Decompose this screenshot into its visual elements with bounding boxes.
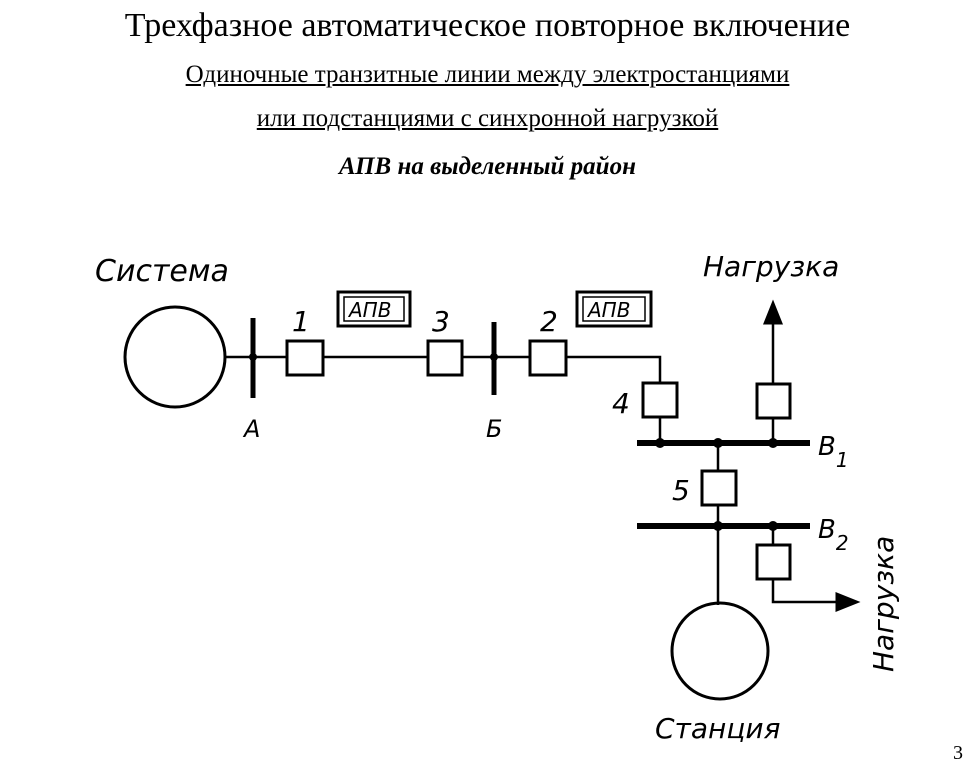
bus-v1-label: В1 bbox=[818, 432, 849, 472]
apv-box-2-inner bbox=[582, 296, 646, 322]
bus-v2-label-main: В bbox=[818, 515, 836, 545]
breaker-5 bbox=[700, 469, 738, 507]
load-top-label: Нагрузка bbox=[703, 250, 839, 283]
bus-v1-node-left bbox=[655, 438, 665, 448]
apv-box-1 bbox=[336, 290, 412, 328]
bus-a-label: А bbox=[242, 415, 260, 443]
bus-v2-label-sub: 2 bbox=[836, 531, 849, 555]
bus-v1-label-sub: 1 bbox=[836, 448, 849, 472]
subtitle-line-1: Одиночные транзитные линии между электро… bbox=[0, 60, 975, 90]
page-number: 3 bbox=[953, 742, 963, 764]
apv-box-2 bbox=[575, 290, 653, 328]
breaker-1-label: 1 bbox=[292, 305, 310, 338]
station-generator bbox=[670, 601, 770, 701]
bus-v1-label-main: В bbox=[818, 432, 836, 462]
bus-b-label: Б bbox=[486, 415, 502, 443]
subtitle-line-2: или подстанциями с синхронной нагрузкой bbox=[0, 104, 975, 134]
breaker-2-label: 2 bbox=[540, 305, 558, 338]
breaker-1 bbox=[285, 339, 325, 377]
apv-2-label: АПВ bbox=[586, 298, 630, 322]
bus-b-node bbox=[490, 353, 498, 361]
breaker-4 bbox=[641, 381, 679, 419]
system-label: Система bbox=[95, 254, 229, 289]
breaker-3 bbox=[426, 339, 464, 377]
system-generator bbox=[123, 305, 227, 409]
apv-box-1-inner bbox=[343, 296, 405, 322]
breaker-5-label: 5 bbox=[672, 474, 690, 507]
line-breaker-2-to-4 bbox=[566, 355, 662, 383]
subtitle-line-2-text: или подстанциями с синхронной нагрузкой bbox=[256, 105, 719, 132]
subtitle-line-1-text: Одиночные транзитные линии между электро… bbox=[185, 61, 790, 88]
load-right-label: Нагрузка bbox=[867, 536, 900, 672]
breaker-4-label: 4 bbox=[612, 387, 630, 420]
breaker-2 bbox=[528, 339, 568, 377]
apv-1-label: АПВ bbox=[347, 298, 391, 322]
slide-title: Трехфазное автоматическое повторное вклю… bbox=[124, 7, 851, 44]
section-heading: АПВ на выделенный район bbox=[339, 153, 636, 180]
load-right-line bbox=[771, 579, 861, 612]
bus-a-node bbox=[249, 353, 257, 361]
load-top-breaker bbox=[755, 382, 792, 420]
station-label: Станция bbox=[655, 712, 780, 745]
load-right-breaker bbox=[755, 543, 792, 581]
breaker-3-label: 3 bbox=[432, 305, 450, 338]
bus-v2-label: В2 bbox=[818, 515, 849, 555]
